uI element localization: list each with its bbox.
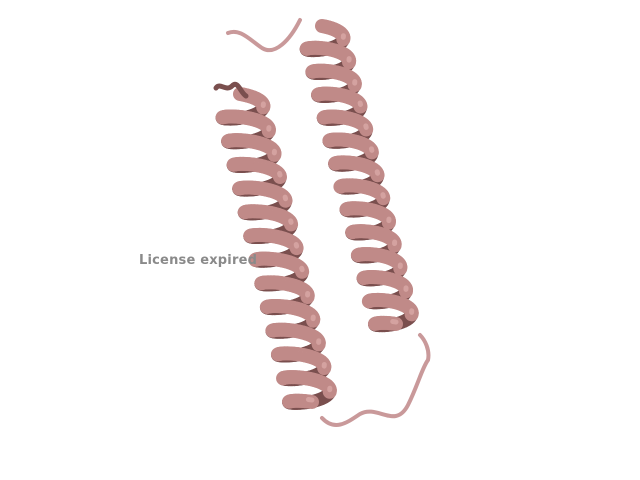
connecting-loop — [320, 333, 431, 427]
n-terminal-loop — [226, 18, 302, 52]
license-watermark: License expired — [139, 253, 258, 268]
helix-2 — [299, 19, 419, 333]
c-terminal-end — [213, 81, 249, 99]
loop-layer — [213, 18, 431, 427]
helix-1 — [215, 87, 337, 410]
helix-layer — [215, 19, 419, 410]
helix-highlight — [305, 396, 315, 403]
